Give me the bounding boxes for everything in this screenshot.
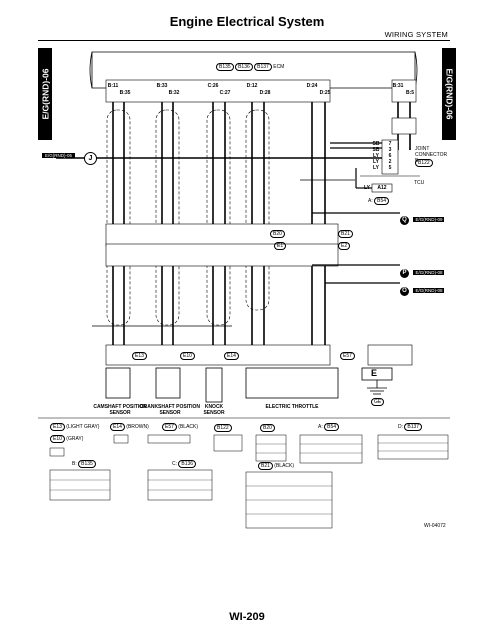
- ecm-pin-b35: B:35: [119, 90, 131, 96]
- wire-bundle: [112, 88, 411, 345]
- legend-b20: B20: [260, 424, 275, 432]
- ecm-pin-d25: D:25: [319, 90, 331, 96]
- conn-e13: E13: [132, 352, 147, 360]
- legend-b122: B122: [214, 424, 232, 432]
- header-rule: [38, 40, 450, 41]
- ecm-pin-b5: B:5: [405, 90, 415, 96]
- joint-colors: SB SB LY LY LY: [372, 141, 380, 171]
- legend-e10: E10 (GRAY): [50, 435, 83, 443]
- ecm-pin-d28: D:28: [259, 90, 271, 96]
- tcu-pin: A12: [377, 185, 387, 191]
- section-subtitle: WIRING SYSTEM: [384, 30, 448, 39]
- legend-e14: E14 (BROWN): [110, 423, 149, 431]
- joint-connector-ref: B122: [415, 159, 433, 167]
- crankshaft-sensor-label: CRANKSHAFT POSITION SENSOR: [140, 404, 200, 416]
- tcu-wire-color: LY: [364, 185, 370, 191]
- offpage-ref-o: O E/G(RND)-08: [400, 279, 445, 297]
- conn-e57: E57: [340, 352, 355, 360]
- legend-d-b137: D: B137: [398, 423, 423, 431]
- offpage-ref-left: E/G(RND)-05: [42, 153, 76, 158]
- conn-e14: E14: [224, 352, 239, 360]
- ecm-pin-b32: B:32: [168, 90, 180, 96]
- tcu-label: TCU: [414, 180, 425, 186]
- tcu-connector: A: B54: [368, 197, 390, 205]
- conn-e10: E10: [180, 352, 195, 360]
- offpage-ref-q: Q E/G(RND)-09: [400, 208, 445, 226]
- ecm-label: B135 B136 B137 ECM: [216, 63, 284, 71]
- ecm-pin-c27: C:27: [219, 90, 231, 96]
- mid-connector-e2: E2: [338, 242, 351, 250]
- ecm-pin-b33: B:33: [156, 83, 168, 89]
- side-tab-right: E/G(RND)-06: [442, 48, 456, 140]
- ecm-pin-d24: D:24: [306, 83, 318, 89]
- ecm-pin-d12: D:12: [246, 83, 258, 89]
- offpage-ref-p: P E/G(RND)-08: [400, 261, 445, 279]
- legend-c-b136: C: B136: [172, 460, 197, 468]
- legend-b-b135: B: B135: [72, 460, 96, 468]
- electric-throttle-label: ELECTRIC THROTTLE: [265, 404, 319, 410]
- offpage-marker-j: J: [84, 152, 97, 165]
- legend-e13: E13 (LIGHT GRAY): [50, 423, 99, 431]
- ecm-pin-b31: B:31: [392, 83, 404, 89]
- legend-a-b54: A: B54: [318, 423, 340, 431]
- mid-connector-b20: B20: [270, 230, 285, 238]
- joint-pins: 7 3 6 2 5: [388, 141, 392, 171]
- camshaft-sensor-label: CAMSHAFT POSITION SENSOR: [93, 404, 147, 416]
- legend-b21: B21 (BLACK): [258, 462, 294, 470]
- ground-symbol: E: [371, 368, 378, 378]
- knock-sensor-label: KNOCK SENSOR: [203, 404, 225, 416]
- page-number: WI-209: [229, 611, 265, 623]
- mid-connector-b21: B21: [338, 230, 353, 238]
- figure-id: WI-04072: [424, 523, 446, 529]
- legend-e57: E57 (BLACK): [162, 423, 198, 431]
- ecm-pin-c26: C:26: [207, 83, 219, 89]
- mid-connector-e1: E1: [274, 242, 287, 250]
- page-title: Engine Electrical System: [169, 14, 325, 29]
- side-tab-left: E/G(RND)-06: [38, 48, 52, 140]
- ecm-pin-b11: B:11: [107, 83, 119, 89]
- ground-ref: GE: [371, 398, 385, 406]
